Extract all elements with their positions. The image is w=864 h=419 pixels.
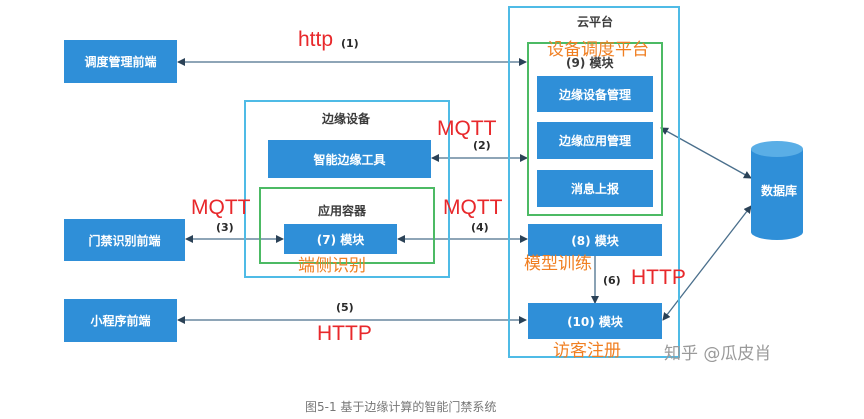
database-label: 数据库 [761,184,798,198]
edge-device-frame [244,100,450,278]
edge-device-title: 边缘设备 [322,112,371,126]
http-top-annotation: http [298,28,334,51]
message-report-box: 消息上报 [537,170,653,207]
edge-module-7-box: (7) 模块 [284,224,397,254]
model-training-annotation: 模型训练 [524,254,592,274]
device-dispatch-frame [527,42,663,216]
edge-app-mgmt-box: 边缘应用管理 [537,122,653,159]
http-right-annotation: HTTP [631,266,686,289]
access-frontend-box: 门禁识别前端 [64,219,185,261]
db-link-top-arrow [660,127,752,179]
dispatch-frontend-box: 调度管理前端 [64,40,177,83]
link-number-4: (4) [471,221,489,234]
db-link-bottom-arrow [662,205,752,321]
link-number-2: (2) [473,139,491,152]
app-container-frame [259,187,435,264]
cloud-platform-title: 云平台 [577,15,614,29]
app-container-title: 应用容器 [318,204,367,218]
module-9-title: (9) 模块 [566,56,614,70]
edge-device-mgmt-box: 边缘设备管理 [537,76,653,112]
mqtt-mid-annotation: MQTT [443,196,503,219]
database-cylinder [751,141,803,240]
visitor-registration-annotation: 访客注册 [553,341,621,361]
link-number-1: (1) [341,37,359,50]
mqtt-edge-annotation: MQTT [437,117,497,140]
miniprogram-frontend-box: 小程序前端 [64,299,177,342]
cloud-platform-frame [508,6,680,358]
mqtt-left-annotation: MQTT [191,196,251,219]
link-number-5: (5) [336,301,354,314]
edge-recognition-annotation: 端侧识别 [298,256,366,276]
figure-caption: 图5-1 基于边缘计算的智能门禁系统 [305,400,497,414]
device-dispatch-platform-annotation: 设备调度平台 [547,40,649,60]
smart-edge-tools-box: 智能边缘工具 [268,140,431,178]
http-bottom-annotation: HTTP [317,322,372,345]
watermark: 知乎 @瓜皮肖 [664,344,772,364]
cloud-module-8-box: (8) 模块 [528,224,662,256]
cloud-module-10-box: (10) 模块 [528,303,662,339]
link-number-3: (3) [216,221,234,234]
link-number-6: (6) [603,274,621,287]
